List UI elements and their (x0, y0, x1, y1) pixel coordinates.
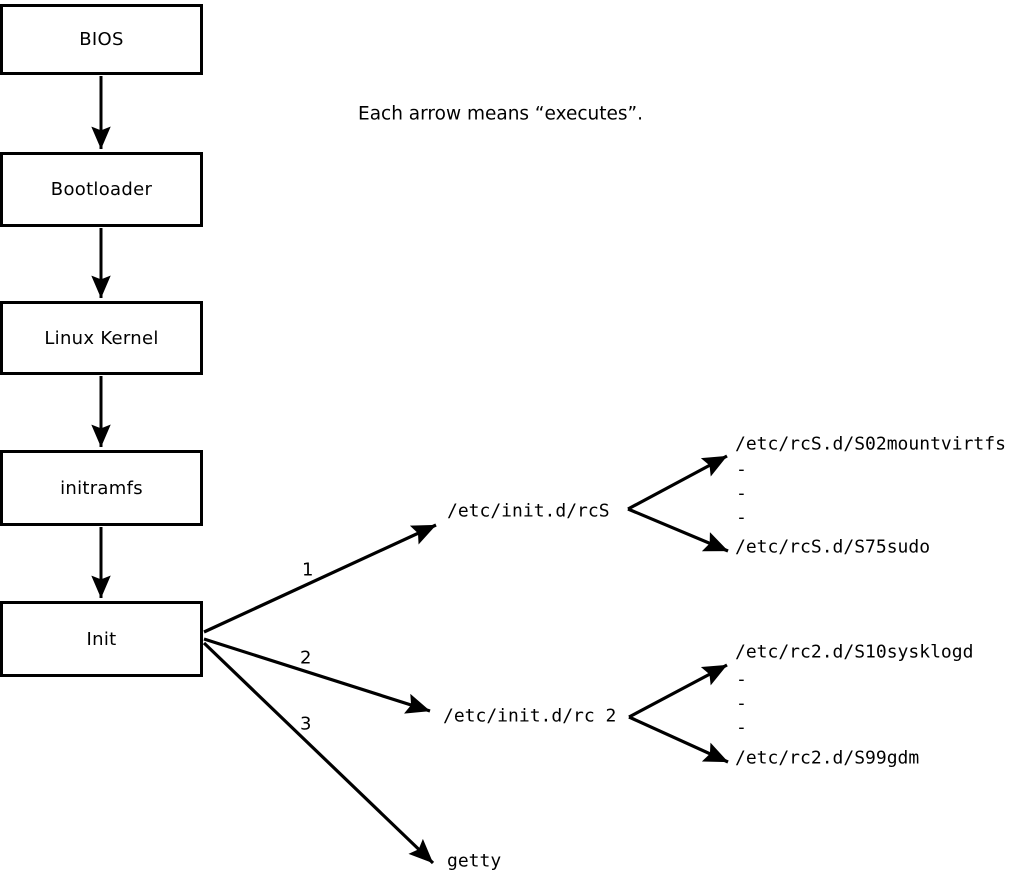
box-bootloader: Bootloader (0, 152, 203, 227)
box-initramfs: initramfs (0, 450, 203, 526)
arrow-rc2-to-s99gdm (628, 715, 729, 764)
box-initramfs-label: initramfs (60, 477, 143, 499)
box-bios: BIOS (0, 4, 203, 75)
dash: - (736, 483, 747, 504)
dash: - (736, 693, 747, 714)
dash: - (736, 669, 747, 690)
script-path-s99gdm: /etc/rc2.d/S99gdm (735, 747, 920, 769)
box-bootloader-label: Bootloader (50, 179, 153, 200)
arrow-legend-note: Each arrow means “executes”. (358, 103, 643, 125)
dash: - (736, 459, 747, 480)
ellipsis-dashes-rcs: - - - (736, 458, 747, 530)
arrow-init-to-rcs (203, 523, 437, 634)
arrow-rcs-to-s02mountvirtfs (627, 454, 728, 511)
box-bios-label: BIOS (79, 29, 124, 50)
branch-number-1: 1 (302, 559, 314, 581)
box-init: Init (0, 601, 203, 677)
box-linux-kernel-label: Linux Kernel (44, 327, 159, 349)
box-init-label: Init (86, 628, 117, 650)
script-path-s75sudo: /etc/rcS.d/S75sudo (735, 536, 931, 558)
dash: - (736, 507, 747, 528)
target-path-getty: getty (447, 850, 502, 872)
branch-number-2: 2 (300, 647, 312, 669)
arrow-init-to-rc2 (203, 637, 431, 714)
target-path-rcs: /etc/init.d/rcS (447, 500, 610, 522)
dash: - (736, 717, 747, 738)
ellipsis-dashes-rc2: - - - (736, 668, 747, 740)
target-path-rc2: /etc/init.d/rc 2 (443, 705, 617, 727)
script-path-s02mountvirtfs: /etc/rcS.d/S02mountvirtfs (735, 433, 1006, 455)
box-linux-kernel: Linux Kernel (0, 301, 203, 375)
arrow-rc2-to-s10sysklogd (628, 663, 728, 719)
script-path-s10sysklogd: /etc/rc2.d/S10sysklogd (735, 641, 974, 663)
branch-number-3: 3 (300, 713, 312, 735)
arrow-rcs-to-s75sudo (627, 507, 729, 553)
arrow-init-to-getty (202, 641, 435, 865)
